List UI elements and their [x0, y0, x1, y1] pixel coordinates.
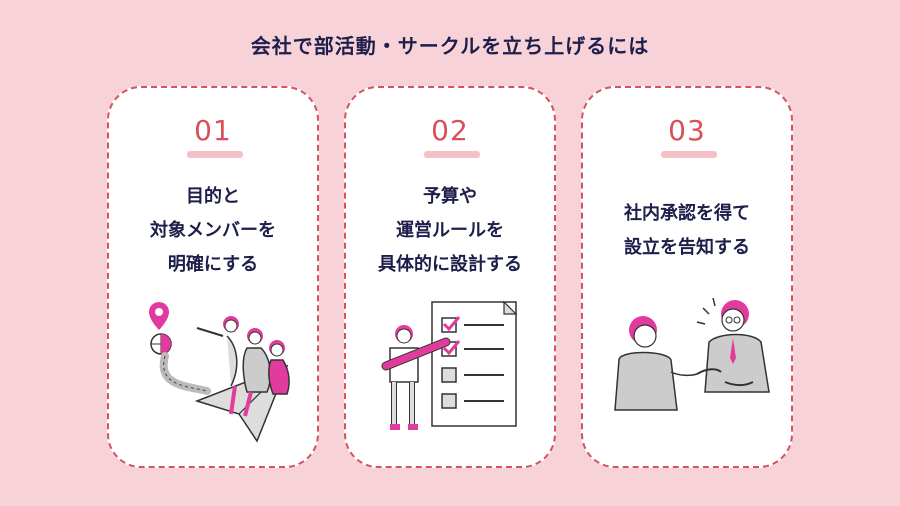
checklist-person-icon	[381, 300, 518, 430]
step-heading: 社内承認を得て 設立を告知する	[583, 197, 791, 265]
step-card-3: 03 社内承認を得て 設立を告知する	[581, 86, 793, 468]
step-heading: 目的と 対象メンバーを 明確にする	[109, 180, 317, 282]
step-card-2: 02 予算や 運営ルールを 具体的に設計する	[344, 86, 556, 468]
heading-line: 具体的に設計する	[378, 254, 522, 275]
step-number: 03	[668, 114, 706, 147]
number-underline	[424, 151, 480, 158]
heading-line: 目的と	[186, 186, 240, 207]
step-number: 01	[194, 114, 232, 147]
step-heading: 予算や 運営ルールを 具体的に設計する	[346, 180, 554, 282]
heading-line: 予算や	[423, 186, 477, 207]
number-underline	[661, 151, 717, 158]
heading-line: 対象メンバーを	[150, 220, 276, 241]
step-number: 02	[431, 114, 469, 147]
heading-line: 運営ルールを	[396, 220, 504, 241]
heading-line: 社内承認を得て	[624, 203, 750, 224]
paper-plane-team-icon	[149, 302, 290, 443]
heading-line: 明確にする	[167, 254, 259, 275]
step-card-1: 01 目的と 対象メンバーを 明確にする	[107, 86, 319, 468]
page-title: 会社で部活動・サークルを立ち上げるには	[250, 34, 650, 58]
handshake-approval-icon	[614, 297, 770, 411]
number-underline	[187, 151, 243, 158]
heading-line: 設立を告知する	[624, 237, 750, 258]
